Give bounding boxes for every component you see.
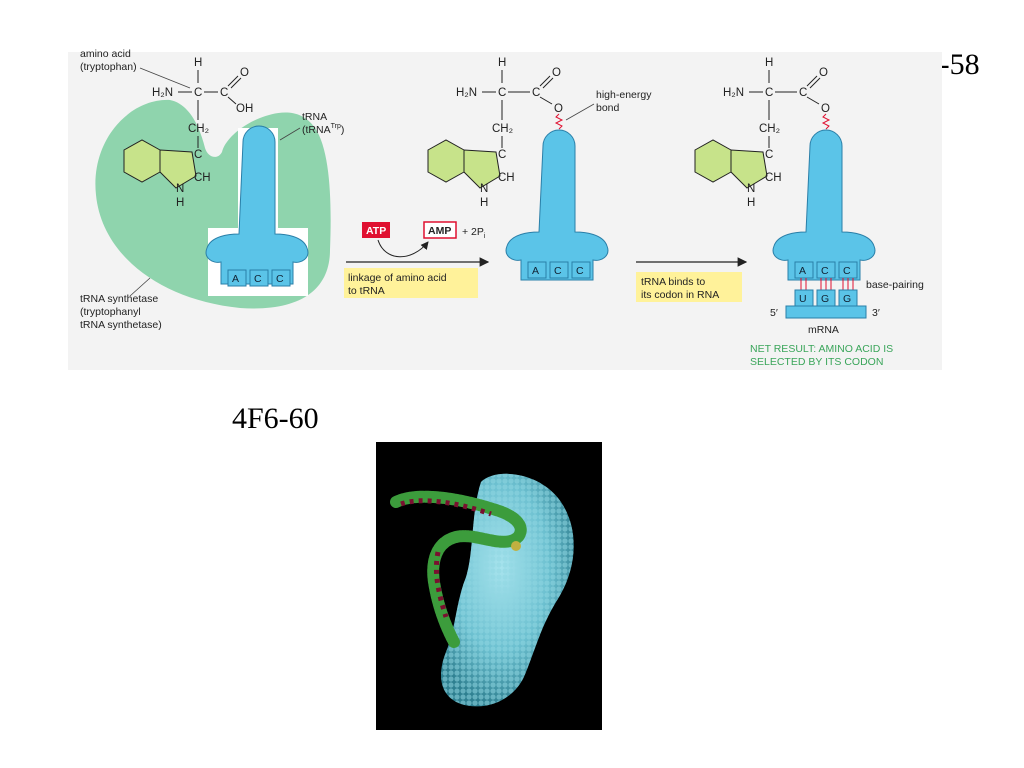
amp-box bbox=[423, 221, 457, 239]
anticodon-1-base-3: C bbox=[276, 273, 284, 285]
codon-base-3: G bbox=[843, 293, 851, 305]
svg-text:C: C bbox=[194, 149, 202, 161]
svg-text:C: C bbox=[765, 87, 773, 99]
svg-text:C: C bbox=[498, 149, 506, 161]
trna-trp-label: (tRNATrp) bbox=[302, 123, 344, 136]
codon: U G G bbox=[794, 289, 858, 307]
base-pairing-bonds bbox=[800, 278, 854, 290]
trna-charging-diagram: A C C H H₂N C C O OH CH₂ C CH N H amino … bbox=[68, 48, 942, 370]
net-result-line-2: SELECTED BY ITS CODON bbox=[750, 356, 883, 368]
svg-text:O: O bbox=[552, 67, 561, 79]
three-prime-label: 3′ bbox=[872, 307, 880, 319]
svg-text:N: N bbox=[480, 183, 488, 195]
anticodon-2: A C C bbox=[527, 261, 591, 279]
base-pairing-label: base-pairing bbox=[866, 279, 924, 291]
synthetase-label-line-1: tRNA synthetase bbox=[80, 293, 158, 305]
high-energy-label-line-1: high-energy bbox=[596, 89, 652, 101]
anticodon-1: A C C bbox=[227, 269, 291, 287]
anticodon-2-base-2: C bbox=[554, 265, 562, 277]
five-prime-label: 5′ bbox=[770, 307, 778, 319]
net-result-line-1: NET RESULT: AMINO ACID IS bbox=[750, 343, 893, 355]
svg-text:O: O bbox=[240, 67, 249, 79]
svg-text:O: O bbox=[554, 103, 563, 115]
svg-text:OH: OH bbox=[236, 103, 253, 115]
anticodon-3-base-1: A bbox=[799, 265, 806, 277]
svg-text:C: C bbox=[799, 87, 807, 99]
step2-label-line-2: its codon in RNA bbox=[641, 289, 719, 301]
svg-text:CH: CH bbox=[498, 172, 515, 184]
step2-label-line-1: tRNA binds to bbox=[641, 276, 705, 288]
anticodon-3: A C C bbox=[794, 261, 858, 279]
svg-text:N: N bbox=[176, 183, 184, 195]
svg-text:H₂N: H₂N bbox=[456, 87, 477, 99]
svg-text:C: C bbox=[532, 87, 540, 99]
mrna-strand bbox=[785, 305, 867, 319]
anticodon-1-base-1: A bbox=[232, 273, 239, 285]
svg-text:C: C bbox=[498, 87, 506, 99]
plus-2pi-label: + 2Pi bbox=[462, 226, 486, 240]
tryptophan-1: H H₂N C C O OH CH₂ C CH N H bbox=[123, 57, 253, 209]
high-energy-label-line-2: bond bbox=[596, 102, 620, 114]
svg-text:O: O bbox=[821, 103, 830, 115]
anticodon-3-base-3: C bbox=[843, 265, 851, 277]
slide-number-bottom: 4F6-60 bbox=[232, 402, 319, 435]
svg-text:N: N bbox=[747, 183, 755, 195]
svg-text:H₂N: H₂N bbox=[723, 87, 744, 99]
tryptophan-3: H H₂N C C O O CH₂ C CH N H bbox=[694, 57, 831, 209]
trna-2 bbox=[505, 129, 609, 281]
tryptophan-2: H H₂N C C O O CH₂ C CH N H bbox=[427, 57, 564, 209]
codon-base-2: G bbox=[821, 293, 829, 305]
anticodon-3-base-2: C bbox=[821, 265, 829, 277]
svg-text:CH: CH bbox=[765, 172, 782, 184]
step2-box bbox=[636, 272, 742, 302]
codon-base-1: U bbox=[799, 293, 807, 305]
mrna-label: mRNA bbox=[808, 324, 839, 336]
trna-1 bbox=[205, 125, 309, 285]
svg-text:H: H bbox=[480, 197, 488, 209]
svg-text:CH₂: CH₂ bbox=[492, 123, 513, 135]
svg-text:H₂N: H₂N bbox=[152, 87, 173, 99]
svg-text:CH₂: CH₂ bbox=[188, 123, 209, 135]
atp-box bbox=[362, 222, 390, 238]
anticodon-2-base-3: C bbox=[576, 265, 584, 277]
svg-text:H: H bbox=[498, 57, 506, 69]
synthetase-label-line-2: (tryptophanyl bbox=[80, 306, 141, 318]
atp-label: ATP bbox=[366, 225, 386, 237]
svg-text:C: C bbox=[220, 87, 228, 99]
anticodon-1-base-2: C bbox=[254, 273, 262, 285]
svg-text:H: H bbox=[176, 197, 184, 209]
svg-text:H: H bbox=[194, 57, 202, 69]
trna-label: tRNA bbox=[302, 111, 327, 123]
step1-box bbox=[344, 268, 478, 298]
step1-label-line-1: linkage of amino acid bbox=[348, 272, 447, 284]
synthetase-trna-molecular-model-image bbox=[376, 442, 602, 730]
svg-text:H: H bbox=[747, 197, 755, 209]
svg-text:CH: CH bbox=[194, 172, 211, 184]
step1-label-line-2: to tRNA bbox=[348, 285, 385, 297]
svg-text:O: O bbox=[819, 67, 828, 79]
svg-text:H: H bbox=[765, 57, 773, 69]
anticodon-2-base-1: A bbox=[532, 265, 539, 277]
amino-acid-label-line-1: amino acid bbox=[80, 48, 131, 60]
svg-text:CH₂: CH₂ bbox=[759, 123, 780, 135]
amino-acid-label-line-2: (tryptophan) bbox=[80, 61, 137, 73]
atp-amp-curve-arrow bbox=[377, 239, 429, 258]
amp-label: AMP bbox=[428, 225, 451, 237]
svg-text:C: C bbox=[765, 149, 773, 161]
svg-text:C: C bbox=[194, 87, 202, 99]
synthetase-label-line-3: tRNA synthetase) bbox=[80, 319, 162, 331]
trna-3 bbox=[772, 129, 876, 281]
